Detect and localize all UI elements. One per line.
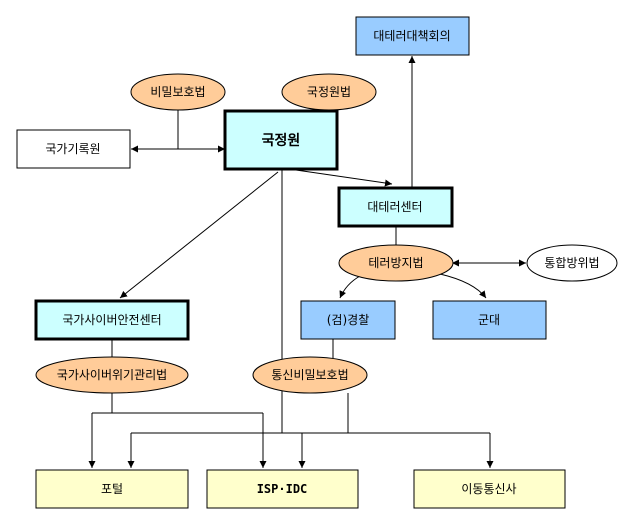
counter-terror-center-label: 대테러센터 bbox=[367, 200, 422, 214]
cyber-crisis-act-label: 국가사이버위기관리법 bbox=[57, 368, 167, 382]
integrated-defense-act-label: 통합방위법 bbox=[544, 256, 599, 270]
node-isp-idc: ISP·IDC bbox=[206, 469, 359, 509]
law-secret-protection-act: 비밀보호법 bbox=[130, 73, 226, 111]
node-cyber-security-center: 국가사이버안전센터 bbox=[34, 299, 190, 341]
anti-terror-act-label: 테러방지법 bbox=[368, 256, 423, 270]
edge-antiterror-police bbox=[339, 275, 361, 299]
secret-protection-act-label: 비밀보호법 bbox=[150, 85, 205, 99]
connectors bbox=[88, 56, 526, 468]
edge-antiterror-military bbox=[439, 273, 487, 299]
cyber-security-center-label: 국가사이버안전센터 bbox=[62, 313, 161, 327]
law-nis-act: 국정원법 bbox=[281, 73, 377, 111]
counter-terror-council-label: 대테러대책회의 bbox=[373, 28, 450, 43]
mobile-carrier-label: 이동통신사 bbox=[461, 482, 516, 496]
law-anti-terror-act: 테러방지법 bbox=[338, 244, 454, 282]
node-national-archives: 국가기록원 bbox=[16, 129, 131, 169]
nis-label: 국정원 bbox=[262, 132, 301, 149]
prosecution-police-label: (검)경찰 bbox=[327, 313, 369, 327]
node-counter-terror-center: 대테러센터 bbox=[337, 186, 454, 228]
law-comm-secret-act: 통신비밀보호법 bbox=[252, 356, 368, 394]
node-counter-terror-council: 대테러대책회의 bbox=[355, 16, 470, 56]
nis-act-label: 국정원법 bbox=[307, 85, 351, 99]
portal-label: 포털 bbox=[101, 482, 123, 496]
comm-secret-act-label: 통신비밀보호법 bbox=[271, 368, 348, 382]
node-mobile-carrier: 이동통신사 bbox=[413, 469, 566, 509]
node-prosecution-police: (검)경찰 bbox=[300, 300, 396, 340]
node-nis: 국정원 bbox=[223, 109, 339, 171]
node-portal: 포털 bbox=[35, 469, 189, 509]
edge-nis-to-cyber bbox=[119, 171, 279, 299]
national-archives-label: 국가기록원 bbox=[45, 142, 100, 156]
node-integrated-defense-act: 통합방위법 bbox=[526, 244, 618, 282]
law-cyber-crisis-act: 국가사이버위기관리법 bbox=[35, 356, 189, 394]
node-military: 군대 bbox=[432, 300, 547, 340]
isp-idc-label: ISP·IDC bbox=[257, 482, 308, 496]
edge-nis-to-ctc bbox=[295, 169, 393, 187]
military-label: 군대 bbox=[478, 313, 500, 327]
